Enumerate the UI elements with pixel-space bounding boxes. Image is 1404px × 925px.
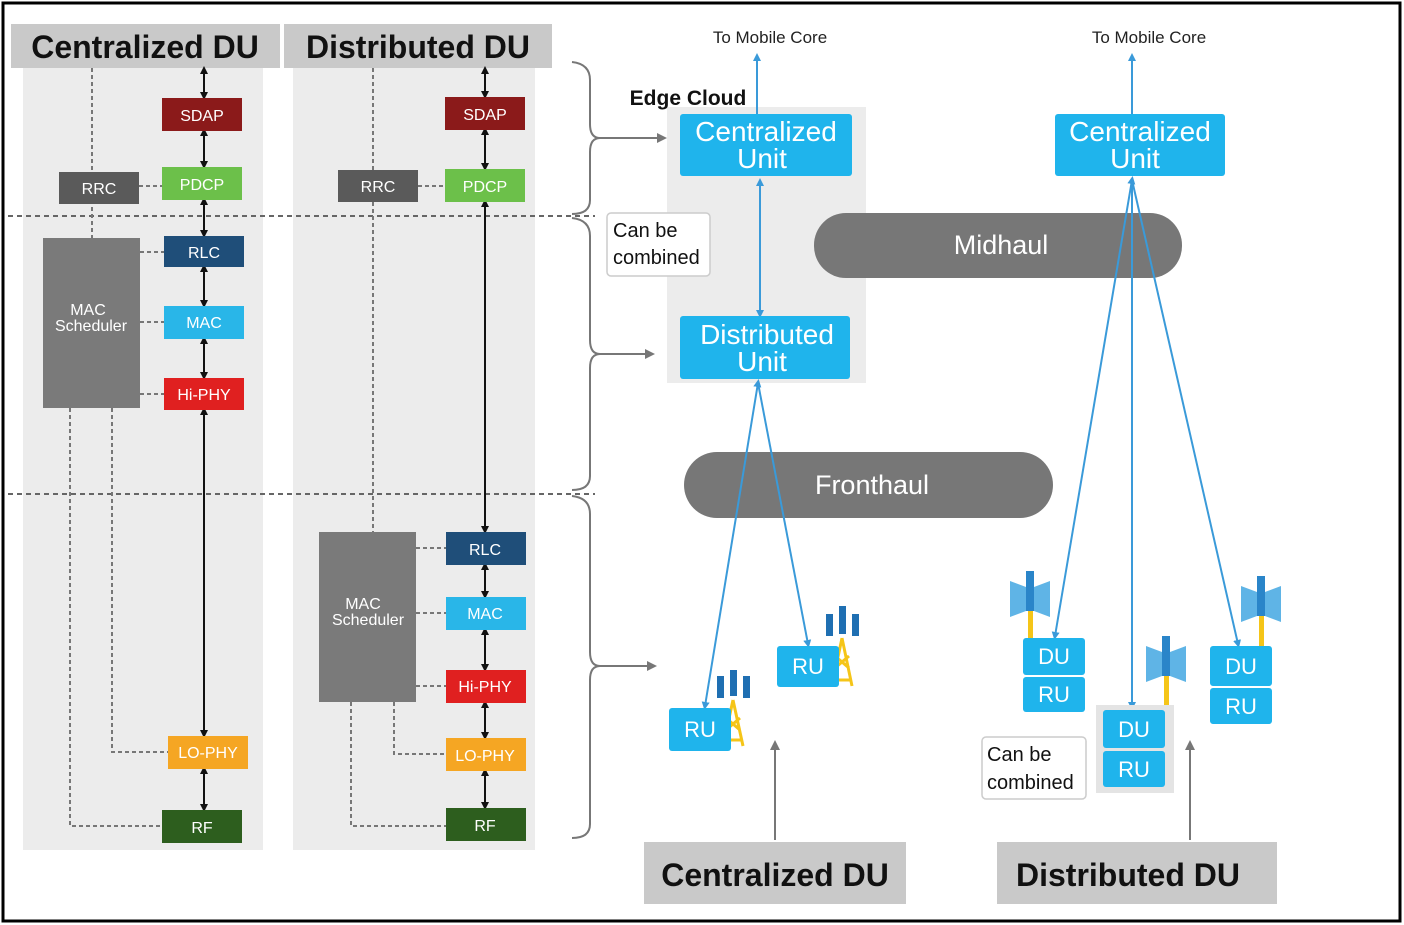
svg-text:combined: combined (613, 247, 700, 269)
svg-text:PDCP: PDCP (463, 179, 507, 196)
to-mobile-core-right-label: To Mobile Core (1092, 28, 1206, 47)
caption-centralized-du: Centralized DU (661, 857, 889, 893)
caption-distributed-du: Distributed DU (1016, 857, 1240, 893)
midhaul-label: Midhaul (954, 230, 1049, 260)
d-mac-block: MAC (446, 597, 526, 630)
svg-text:DU: DU (1118, 717, 1150, 742)
centralized-unit-right: Centralized Unit (1055, 114, 1225, 176)
antenna-icon (1241, 576, 1281, 646)
caption-arrows (770, 740, 1195, 840)
svg-text:Scheduler: Scheduler (55, 318, 128, 335)
midhaul-pill: Midhaul (814, 213, 1182, 278)
du-ru-stack-1: DU RU (1023, 638, 1085, 712)
svg-text:Distributed: Distributed (700, 319, 834, 350)
distributed-unit-left: Distributed Unit (680, 316, 850, 379)
brace-arrows (600, 133, 667, 671)
svg-text:RF: RF (474, 818, 496, 835)
antenna-icon (1146, 636, 1186, 706)
c-sdap-block: SDAP (162, 98, 242, 131)
d-lo-phy-block: LO-PHY (446, 738, 526, 771)
svg-text:RLC: RLC (469, 542, 501, 559)
svg-text:MAC: MAC (186, 315, 222, 332)
c-rrc-block: RRC (59, 172, 139, 204)
svg-text:RU: RU (684, 717, 716, 742)
distributed-dashed-connectors (350, 68, 446, 827)
d-rf-block: RF (446, 808, 526, 841)
c-lo-phy-block: LO-PHY (168, 736, 248, 769)
distributed-du-title: Distributed DU (306, 29, 530, 65)
d-pdcp-block: PDCP (445, 169, 525, 202)
svg-text:Scheduler: Scheduler (332, 612, 405, 629)
svg-text:RLC: RLC (188, 245, 220, 262)
c-pdcp-block: PDCP (162, 167, 242, 200)
can-be-combined-note-bottom: Can be combined (981, 736, 1087, 800)
ru-box-b: RU (777, 646, 839, 687)
c-hi-phy-block: Hi-PHY (164, 378, 244, 410)
svg-text:RU: RU (1038, 682, 1070, 707)
svg-text:RF: RF (191, 820, 213, 837)
svg-text:Can be: Can be (613, 220, 678, 242)
svg-text:MAC: MAC (467, 606, 503, 623)
svg-text:DU: DU (1038, 644, 1070, 669)
svg-text:LO-PHY: LO-PHY (178, 745, 238, 762)
centralized-unit-left: Centralized Unit (680, 114, 852, 176)
svg-text:Unit: Unit (737, 346, 787, 377)
c-mac-scheduler-block: MAC Scheduler (43, 238, 140, 408)
to-mobile-core-left-label: To Mobile Core (713, 28, 827, 47)
ru-box-a: RU (669, 708, 731, 751)
svg-text:MAC: MAC (345, 596, 381, 613)
svg-text:combined: combined (987, 772, 1074, 794)
svg-text:Can be: Can be (987, 744, 1052, 766)
centralized-dashed-connectors (69, 68, 168, 827)
centralized-du-title-box: Centralized DU (11, 24, 280, 68)
svg-text:RU: RU (1118, 757, 1150, 782)
d-rlc-block: RLC (446, 532, 526, 565)
can-be-combined-note-top: Can be combined (606, 212, 711, 277)
d-sdap-block: SDAP (445, 97, 525, 130)
svg-text:RRC: RRC (82, 181, 117, 198)
c-rlc-block: RLC (164, 236, 244, 267)
distributed-du-title-box: Distributed DU (284, 24, 552, 68)
svg-text:Hi-PHY: Hi-PHY (458, 679, 512, 696)
fronthaul-pill: Fronthaul (684, 452, 1053, 518)
svg-text:PDCP: PDCP (180, 177, 224, 194)
du-ru-stack-2: DU RU (1096, 705, 1174, 793)
d-mac-scheduler-block: MAC Scheduler (319, 532, 416, 702)
svg-text:MAC: MAC (70, 302, 106, 319)
svg-text:RU: RU (792, 654, 824, 679)
svg-text:RRC: RRC (361, 179, 396, 196)
svg-text:RU: RU (1225, 694, 1257, 719)
svg-text:Hi-PHY: Hi-PHY (177, 387, 231, 404)
edge-cloud-label: Edge Cloud (630, 87, 747, 110)
c-mac-block: MAC (164, 306, 244, 339)
du-ru-stack-3: DU RU (1210, 646, 1272, 724)
svg-text:SDAP: SDAP (180, 108, 224, 125)
d-hi-phy-block: Hi-PHY (446, 670, 526, 703)
caption-centralized-du-box: Centralized DU (644, 842, 906, 904)
svg-text:DU: DU (1225, 654, 1257, 679)
caption-distributed-du-box: Distributed DU (997, 842, 1277, 904)
centralized-du-title: Centralized DU (31, 29, 259, 65)
svg-text:SDAP: SDAP (463, 107, 507, 124)
svg-text:Centralized: Centralized (695, 116, 837, 147)
d-rrc-block: RRC (338, 170, 418, 202)
svg-text:LO-PHY: LO-PHY (455, 748, 515, 765)
fronthaul-label: Fronthaul (815, 470, 929, 500)
network-links (701, 53, 1242, 710)
svg-text:Centralized: Centralized (1069, 116, 1211, 147)
svg-text:Unit: Unit (1110, 143, 1160, 174)
svg-text:Unit: Unit (737, 143, 787, 174)
c-rf-block: RF (162, 810, 242, 843)
antenna-icon (1010, 571, 1050, 639)
